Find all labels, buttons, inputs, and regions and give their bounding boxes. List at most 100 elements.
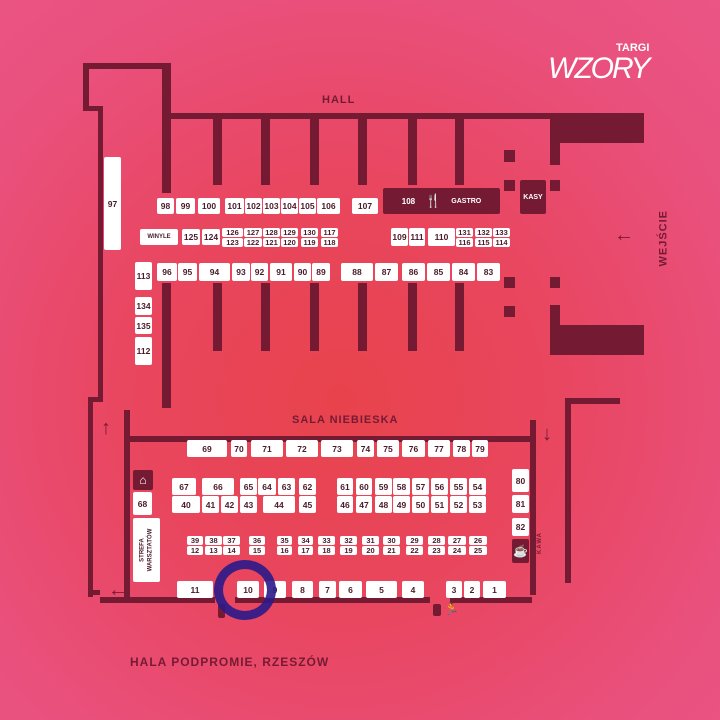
booth-129[interactable]: 129	[281, 228, 298, 237]
booth-6[interactable]: 6	[339, 581, 362, 598]
booth-98[interactable]: 98	[157, 198, 174, 214]
booth-34[interactable]: 34	[298, 536, 313, 545]
booth-76[interactable]: 76	[402, 440, 425, 457]
booth-87[interactable]: 87	[375, 263, 398, 281]
booth-71[interactable]: 71	[251, 440, 283, 457]
booth-88[interactable]: 88	[341, 263, 373, 281]
booth-58[interactable]: 58	[393, 478, 410, 495]
booth-7[interactable]: 7	[319, 581, 336, 598]
booth-94[interactable]: 94	[199, 263, 230, 281]
booth-32[interactable]: 32	[340, 536, 357, 545]
booth-12[interactable]: 12	[187, 546, 203, 555]
booth-52[interactable]: 52	[450, 496, 467, 513]
booth-82[interactable]: 82	[512, 518, 529, 536]
booth-8[interactable]: 8	[292, 581, 313, 598]
booth-91[interactable]: 91	[270, 263, 292, 281]
booth-41[interactable]: 41	[202, 496, 219, 513]
booth-13[interactable]: 13	[205, 546, 222, 555]
booth-50[interactable]: 50	[412, 496, 429, 513]
booth-63[interactable]: 63	[278, 478, 295, 495]
booth-65[interactable]: 65	[240, 478, 257, 495]
booth-16[interactable]: 16	[277, 546, 292, 555]
booth-1[interactable]: 1	[483, 581, 506, 598]
booth-83[interactable]: 83	[477, 263, 500, 281]
booth-27[interactable]: 27	[448, 536, 466, 545]
booth-125[interactable]: 125	[182, 229, 200, 245]
booth-80[interactable]: 80	[512, 469, 529, 492]
booth-95[interactable]: 95	[178, 263, 197, 281]
booth-127[interactable]: 127	[244, 228, 262, 237]
booth-24[interactable]: 24	[448, 546, 466, 555]
booth-103[interactable]: 103	[263, 198, 280, 214]
booth-17[interactable]: 17	[298, 546, 313, 555]
booth-104[interactable]: 104	[281, 198, 298, 214]
booth-38[interactable]: 38	[205, 536, 222, 545]
booth-33[interactable]: 33	[318, 536, 335, 545]
booth-113[interactable]: 113	[135, 262, 152, 290]
booth-121[interactable]: 121	[263, 238, 280, 247]
booth-111[interactable]: 111	[409, 228, 425, 246]
booth-59[interactable]: 59	[375, 478, 392, 495]
booth-15[interactable]: 15	[249, 546, 265, 555]
booth-132[interactable]: 132	[475, 228, 492, 237]
booth-85[interactable]: 85	[427, 263, 450, 281]
booth-77[interactable]: 77	[428, 440, 450, 457]
ticket-office[interactable]: KASY	[520, 180, 546, 214]
workshop-zone[interactable]: STREFA WARSZTATÓW	[133, 518, 160, 582]
booth-97[interactable]: 97	[104, 157, 121, 250]
booth-62[interactable]: 62	[299, 478, 316, 495]
booth-89[interactable]: 89	[312, 263, 330, 281]
booth-126[interactable]: 126	[222, 228, 243, 237]
booth-53[interactable]: 53	[469, 496, 486, 513]
booth-42[interactable]: 42	[221, 496, 238, 513]
booth-78[interactable]: 78	[453, 440, 470, 457]
booth-69[interactable]: 69	[187, 440, 227, 457]
booth-44[interactable]: 44	[263, 496, 295, 513]
booth-123[interactable]: 123	[222, 238, 243, 247]
booth-2[interactable]: 2	[464, 581, 480, 598]
booth-67[interactable]: 67	[172, 478, 196, 495]
booth-84[interactable]: 84	[452, 263, 475, 281]
booth-winyle[interactable]: WINYLE	[140, 229, 178, 245]
booth-124[interactable]: 124	[202, 229, 220, 245]
booth-128[interactable]: 128	[263, 228, 280, 237]
booth-105[interactable]: 105	[299, 198, 316, 214]
booth-93[interactable]: 93	[232, 263, 250, 281]
booth-96[interactable]: 96	[157, 263, 177, 281]
booth-122[interactable]: 122	[244, 238, 262, 247]
booth-131[interactable]: 131	[456, 228, 473, 237]
booth-64[interactable]: 64	[258, 478, 276, 495]
booth-92[interactable]: 92	[251, 263, 268, 281]
booth-30[interactable]: 30	[383, 536, 400, 545]
booth-115[interactable]: 115	[475, 238, 492, 247]
booth-14[interactable]: 14	[223, 546, 240, 555]
booth-118[interactable]: 118	[321, 238, 338, 247]
booth-37[interactable]: 37	[223, 536, 240, 545]
booth-51[interactable]: 51	[431, 496, 448, 513]
booth-23[interactable]: 23	[428, 546, 445, 555]
booth-22[interactable]: 22	[406, 546, 423, 555]
booth-68[interactable]: 68	[133, 492, 152, 515]
booth-57[interactable]: 57	[412, 478, 429, 495]
booth-112[interactable]: 112	[135, 337, 152, 365]
booth-66[interactable]: 66	[202, 478, 234, 495]
booth-135[interactable]: 135	[135, 317, 152, 334]
booth-109[interactable]: 109	[391, 228, 408, 246]
booth-35[interactable]: 35	[277, 536, 292, 545]
booth-36[interactable]: 36	[249, 536, 265, 545]
booth-55[interactable]: 55	[450, 478, 467, 495]
booth-130[interactable]: 130	[301, 228, 318, 237]
booth-20[interactable]: 20	[362, 546, 379, 555]
booth-43[interactable]: 43	[240, 496, 257, 513]
booth-28[interactable]: 28	[428, 536, 445, 545]
booth-75[interactable]: 75	[377, 440, 399, 457]
booth-99[interactable]: 99	[176, 198, 195, 214]
booth-119[interactable]: 119	[301, 238, 318, 247]
booth-116[interactable]: 116	[456, 238, 473, 247]
booth-39[interactable]: 39	[187, 536, 203, 545]
booth-40[interactable]: 40	[172, 496, 200, 513]
booth-106[interactable]: 106	[317, 198, 340, 214]
booth-81[interactable]: 81	[512, 495, 529, 513]
booth-90[interactable]: 90	[294, 263, 311, 281]
booth-19[interactable]: 19	[340, 546, 357, 555]
